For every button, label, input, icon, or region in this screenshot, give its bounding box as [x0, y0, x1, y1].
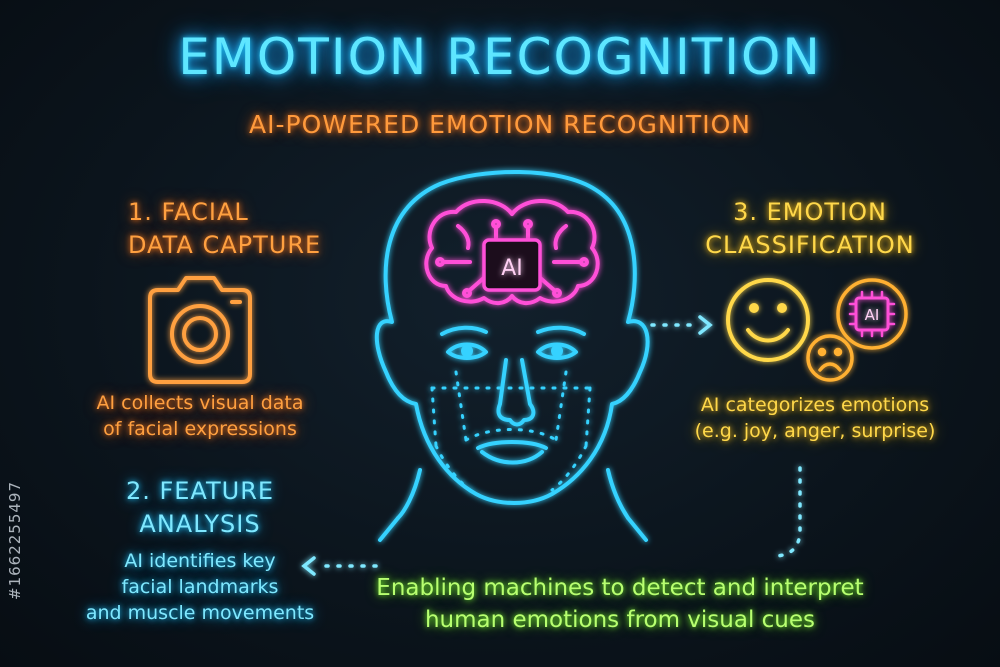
step2-description-line3: and muscle movements: [85, 602, 315, 624]
connector-loop: [301, 466, 802, 576]
landmark-dots: [430, 370, 592, 492]
happy-face-icon: [726, 278, 810, 362]
page-subtitle: AI-POWERED EMOTION RECOGNITION: [249, 110, 751, 139]
step2-heading-line2: ANALYSIS: [139, 510, 261, 538]
chip-icon: [482, 238, 542, 292]
step3-heading-line2: CLASSIFICATION: [705, 231, 915, 259]
step1-heading-line2: DATA CAPTURE: [128, 231, 322, 259]
head-icon: [374, 169, 650, 542]
emotion-chip-icon: [836, 278, 908, 350]
step2-description-line1: AI identifies key: [124, 550, 276, 572]
page-title: EMOTION RECOGNITION: [178, 28, 822, 86]
brain-chip-label: AI: [501, 256, 523, 281]
step1-heading-line1: 1. FACIAL: [128, 198, 249, 226]
brain-icon: [424, 198, 600, 305]
camera-icon: [148, 276, 252, 384]
step3-description: AI categorizes emotions (e.g. joy, anger…: [660, 392, 970, 444]
step1-heading: 1. FACIAL DATA CAPTURE: [128, 196, 321, 262]
tagline-line2: human emotions from visual cues: [424, 607, 816, 633]
step3-heading-line1: 3. EMOTION: [733, 198, 887, 226]
step2-description-line2: facial landmarks: [121, 576, 279, 598]
tagline-line1: Enabling machines to detect and interpre…: [376, 575, 864, 601]
connector-head-to-classification: [650, 315, 713, 335]
step3-description-line1: AI categorizes emotions: [700, 394, 930, 416]
step2-heading-line1: 2. FEATURE: [125, 477, 275, 505]
step3-description-line2: (e.g. joy, anger, surprise): [694, 420, 936, 442]
step1-description: AI collects visual data of facial expres…: [60, 390, 340, 442]
stock-id-label: #1662255497: [6, 480, 24, 600]
step2-description: AI identifies key facial landmarks and m…: [50, 548, 350, 626]
step1-description-line2: of facial expressions: [103, 418, 297, 440]
sad-face-icon: [806, 334, 854, 382]
step2-heading: 2. FEATURE ANALYSIS: [60, 475, 340, 541]
emotion-chip-label: AI: [865, 306, 880, 324]
step1-description-line1: AI collects visual data: [96, 392, 304, 414]
tagline: Enabling machines to detect and interpre…: [350, 572, 890, 636]
step3-heading: 3. EMOTION CLASSIFICATION: [660, 196, 960, 262]
